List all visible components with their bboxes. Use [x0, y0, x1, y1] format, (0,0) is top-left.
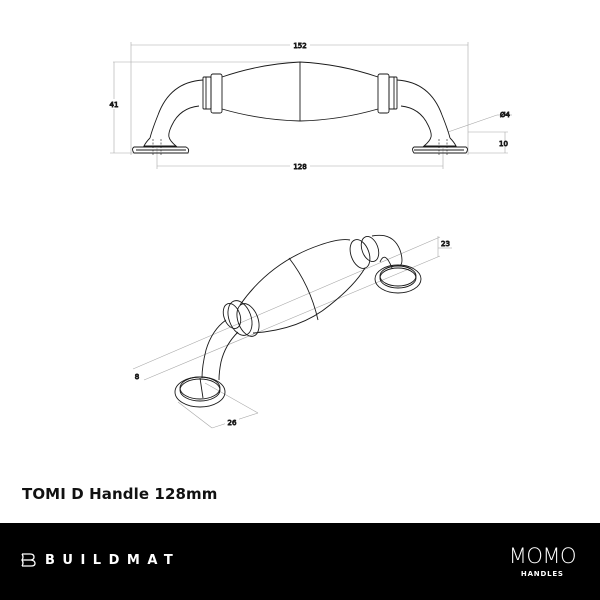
dim-base-diameter: 26	[228, 419, 237, 427]
isometric-view: 8 23 26	[132, 234, 452, 429]
buildmat-wordmark: BUILDMAT	[45, 552, 181, 568]
momo-subtitle: HANDLES	[520, 570, 564, 578]
technical-drawing: 152 41 128 Ø4 10	[108, 40, 512, 429]
product-title: TOMI D Handle 128mm	[22, 485, 218, 503]
dim-grip-offset: 8	[135, 373, 139, 381]
momo-logo: MOMO HANDLES	[508, 544, 577, 578]
buildmat-logo: BUILDMAT	[21, 552, 180, 568]
dim-screw-diameter: Ø4	[500, 111, 511, 119]
dim-depth: 23	[441, 240, 450, 248]
dim-overall-length: 152	[293, 42, 306, 50]
dim-hole-centres: 128	[293, 163, 306, 171]
dim-base-height: 10	[499, 140, 508, 148]
momo-wordmark: MOMO	[508, 544, 577, 568]
front-view: 152 41 128 Ø4 10	[108, 40, 512, 171]
buildmat-b-icon	[21, 553, 36, 567]
dim-height: 41	[110, 101, 119, 109]
iso-dimension-lines	[132, 236, 452, 429]
footer-bar: BUILDMAT MOMO HANDLES	[0, 523, 600, 600]
